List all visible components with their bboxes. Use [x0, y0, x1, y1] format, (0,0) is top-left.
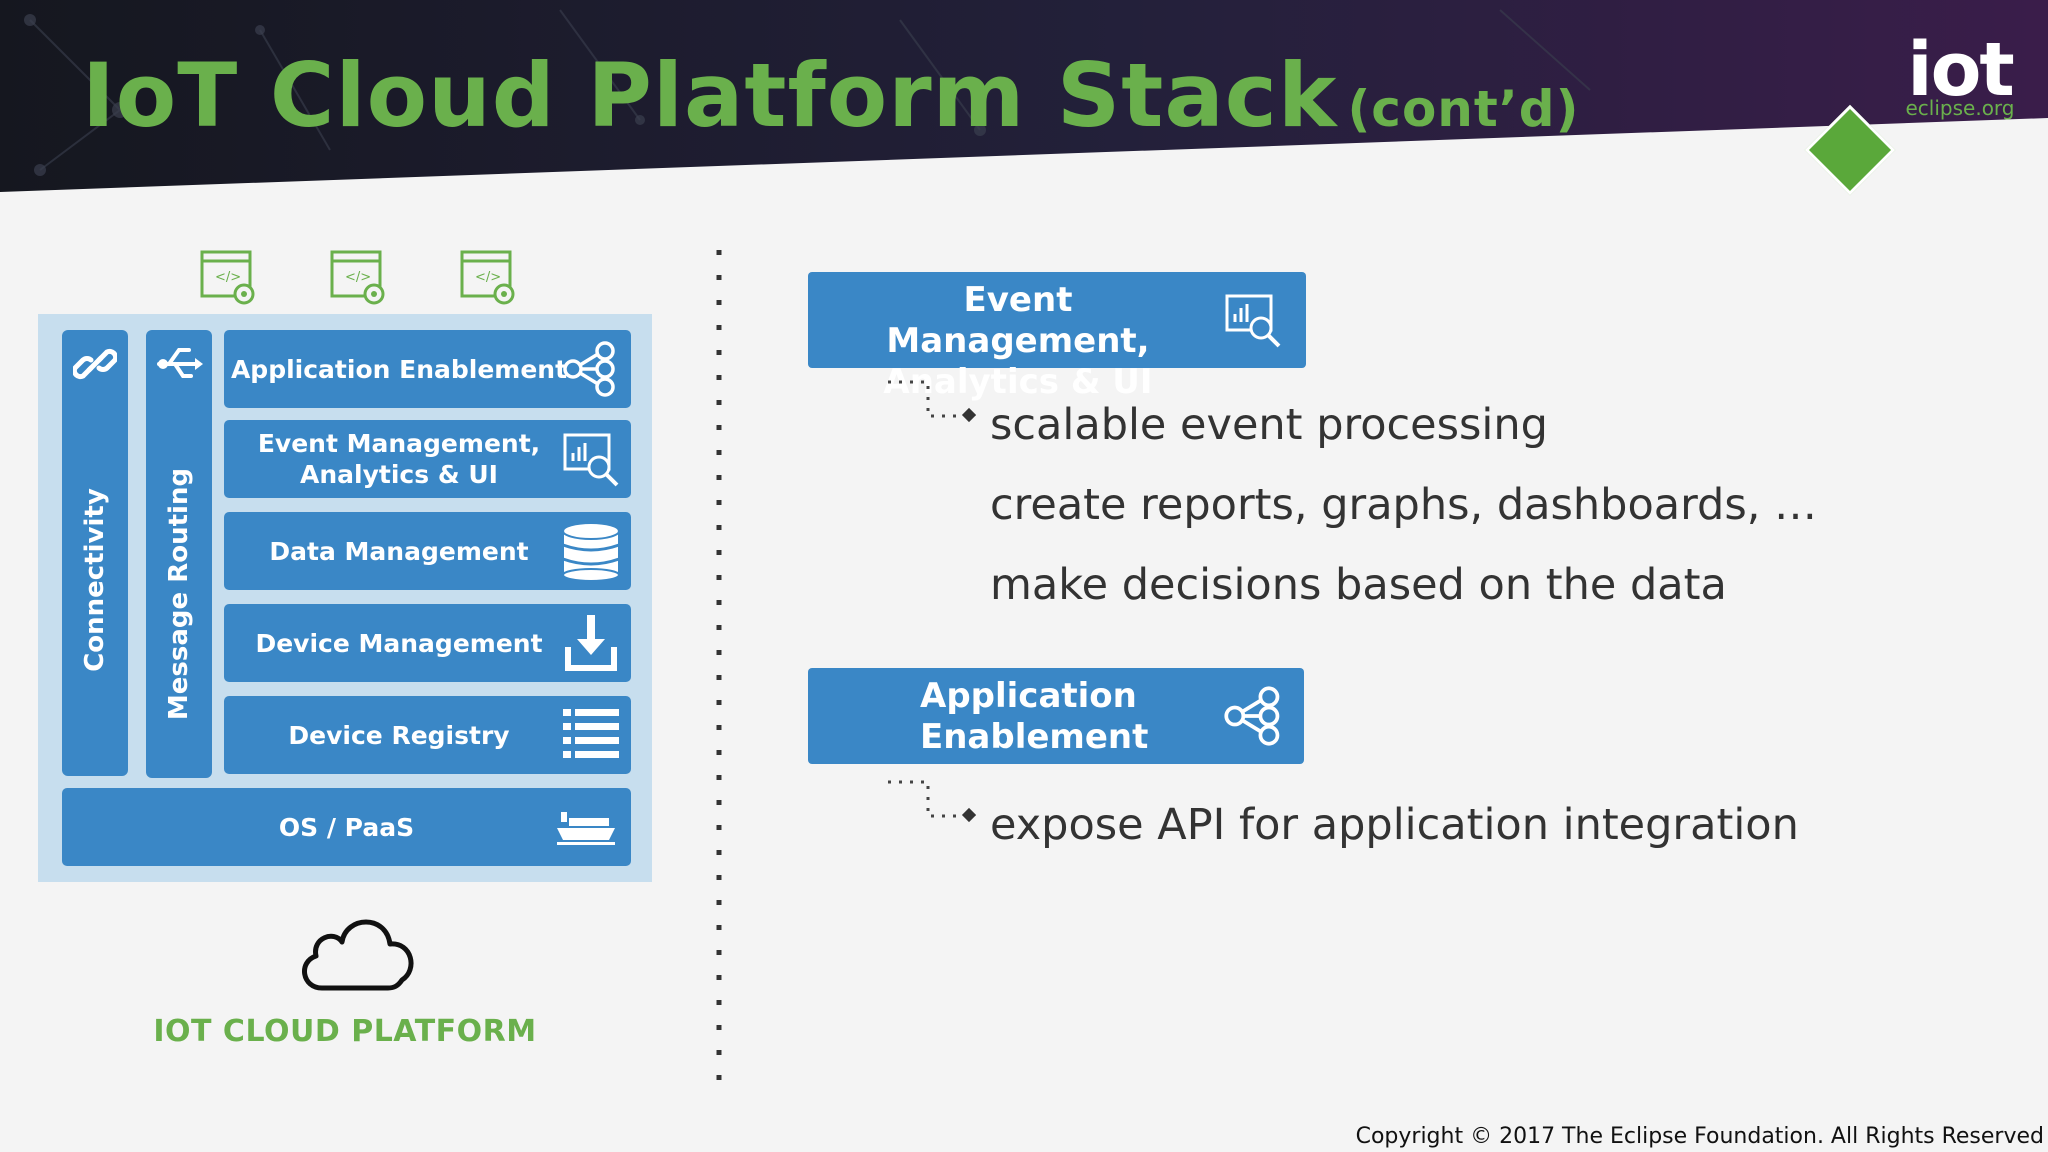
detail-bullet: make decisions based on the data [990, 560, 1727, 610]
vertical-divider [716, 250, 722, 1100]
header-band: IoT Cloud Platform Stack(cont’d) iot ecl… [0, 0, 2048, 200]
detail-bullet: scalable event processing [990, 400, 1548, 450]
connectivity-bar: Connectivity [62, 330, 128, 776]
message-routing-bar: Message Routing [146, 330, 212, 778]
share-icon [563, 341, 615, 397]
layer-label: Data Management [269, 536, 529, 566]
layer-device-management: Device Management [224, 604, 631, 682]
layer-label: Event Management, Analytics & UI [257, 429, 541, 489]
layer-os-paas: OS / PaaS [62, 788, 631, 866]
platform-label: IOT CLOUD PLATFORM [153, 1014, 537, 1049]
app-code-gear-icon: </> [330, 250, 385, 305]
title-main: IoT Cloud Platform Stack [82, 44, 1338, 147]
cloud-icon [302, 919, 414, 991]
analytics-icon [1225, 294, 1281, 348]
title-suffix: (cont’d) [1347, 80, 1580, 138]
ship-icon [557, 812, 615, 845]
layer-event-management: Event Management, Analytics & UI [224, 420, 631, 498]
detail-title-application-enablement: Application Enablement [808, 668, 1304, 764]
download-icon [565, 615, 617, 671]
layer-label: OS / PaaS [278, 812, 415, 842]
detail-bullet: create reports, graphs, dashboards, … [990, 480, 1818, 530]
detail-title-text: Application Enablement [920, 676, 1149, 757]
usb-icon [157, 348, 203, 378]
connector-dots [888, 780, 976, 823]
app-code-gear-icon: </> [460, 250, 515, 305]
list-icon [563, 709, 619, 758]
connector-dots [888, 380, 976, 423]
detail-title-text: Event Management, Analytics & UI [883, 280, 1153, 402]
connectivity-label: Connectivity [80, 487, 110, 672]
layer-device-registry: Device Registry [224, 696, 631, 774]
layer-label: Device Registry [288, 720, 510, 750]
copyright-footer: Copyright © 2017 The Eclipse Foundation.… [1355, 1124, 2044, 1149]
slide-title: IoT Cloud Platform Stack(cont’d) [82, 46, 1579, 159]
message-routing-label: Message Routing [164, 468, 194, 721]
link-icon [73, 348, 117, 380]
layer-label: Device Management [255, 628, 543, 658]
header-background [0, 0, 2048, 192]
svg-text:</>: </> [475, 270, 501, 285]
stack-diagram [38, 314, 652, 882]
layer-label: Application Enablement [230, 354, 568, 384]
eclipse-iot-logo: iot eclipse.org [1900, 30, 2020, 130]
logo-iot-text: iot [1907, 27, 2015, 113]
logo-org-text: eclipse.org [1905, 96, 2015, 120]
layer-application-enablement: Application Enablement [224, 330, 631, 408]
svg-text:</>: </> [215, 270, 241, 285]
app-code-gear-icon: </> [200, 250, 255, 305]
database-icon [562, 522, 620, 581]
layer-data-management: Data Management [224, 512, 631, 590]
svg-text:</>: </> [345, 270, 371, 285]
share-icon [1224, 686, 1280, 746]
detail-title-event-management: Event Management, Analytics & UI [808, 272, 1306, 402]
detail-bullet: expose API for application integration [990, 800, 1799, 850]
analytics-icon [563, 433, 619, 487]
